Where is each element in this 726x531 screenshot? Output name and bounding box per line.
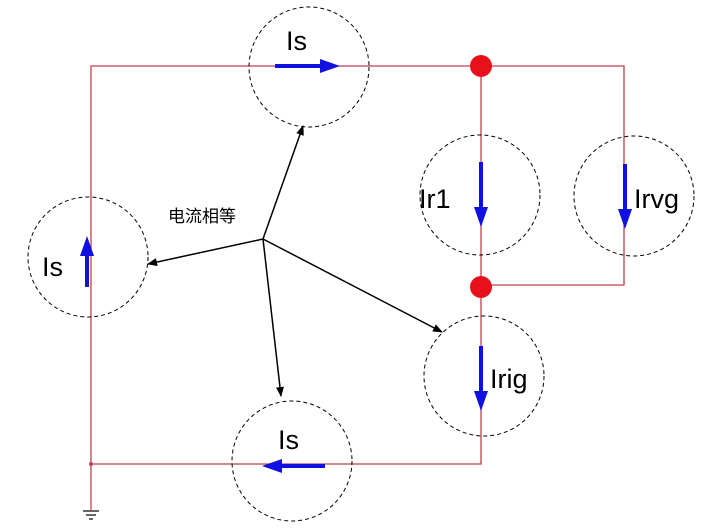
pointer-arrows [147, 125, 443, 397]
ground-junction-dot [89, 462, 93, 466]
bottom-current-arrow-icon [262, 459, 325, 473]
pointer-to-top-is [262, 125, 304, 240]
irvg-current-arrow-icon [618, 164, 632, 229]
irig-current-arrow-icon [474, 346, 488, 411]
pointer-to-irig [262, 238, 443, 333]
ir1-current-arrow-icon [474, 162, 488, 227]
pointer-to-left-is [147, 238, 264, 266]
left-is-circle [27, 196, 149, 318]
equal-currents-label: 电流相等 [168, 207, 236, 227]
ir1-circle [419, 134, 541, 256]
top-right-wire [481, 65, 625, 286]
current-arrows [80, 59, 632, 473]
ground-icon [83, 510, 99, 520]
top-is-label: Is [286, 26, 307, 56]
irvg-label: Irvg [634, 184, 679, 214]
bottom-is-circle [231, 400, 353, 522]
irig-label: Irig [490, 364, 528, 394]
pointer-to-bottom-is [262, 238, 284, 397]
irvg-circle [573, 135, 695, 257]
measurement-circles [27, 6, 695, 522]
top-is-circle [248, 6, 370, 128]
bottom-is-label: Is [278, 425, 299, 455]
bottom-junction-node [470, 276, 492, 298]
top-current-arrow-icon [275, 59, 340, 73]
irig-circle [423, 315, 545, 437]
left-is-label: Is [42, 252, 63, 282]
outer-loop-wire [90, 65, 482, 465]
left-current-arrow-icon [80, 236, 94, 287]
ir1-label: Ir1 [419, 184, 451, 214]
top-junction-node [470, 55, 492, 77]
